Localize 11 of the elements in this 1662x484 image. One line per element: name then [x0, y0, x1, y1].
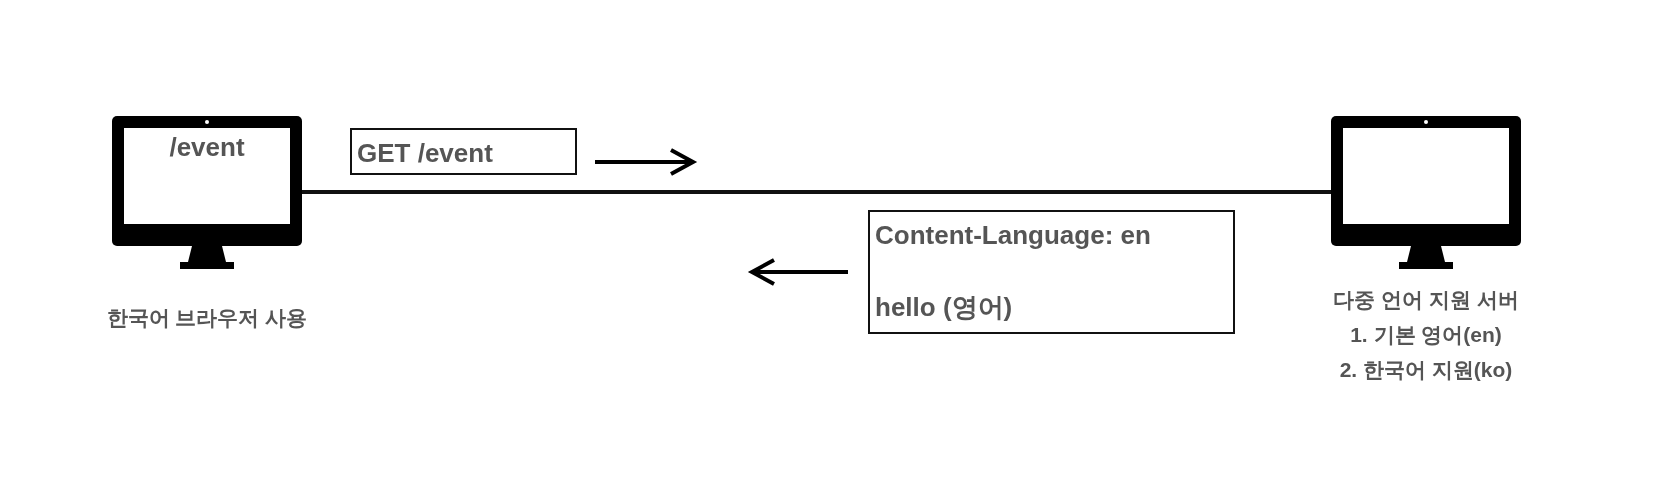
node-label: 1. 기본 영어(en) [1350, 322, 1502, 348]
connection-line [302, 190, 1331, 194]
message-box [350, 128, 577, 175]
screen-text: /event [169, 132, 245, 163]
message-text: GET /event [357, 138, 493, 169]
node-label: 2. 한국어 지원(ko) [1339, 357, 1513, 383]
node-label: 한국어 브라우저 사용 [106, 305, 308, 331]
message-text: Content-Language: en [875, 220, 1151, 251]
message-box [868, 210, 1235, 334]
node-label: 다중 언어 지원 서버 [1333, 287, 1519, 313]
message-text: hello (영어) [875, 291, 1013, 324]
